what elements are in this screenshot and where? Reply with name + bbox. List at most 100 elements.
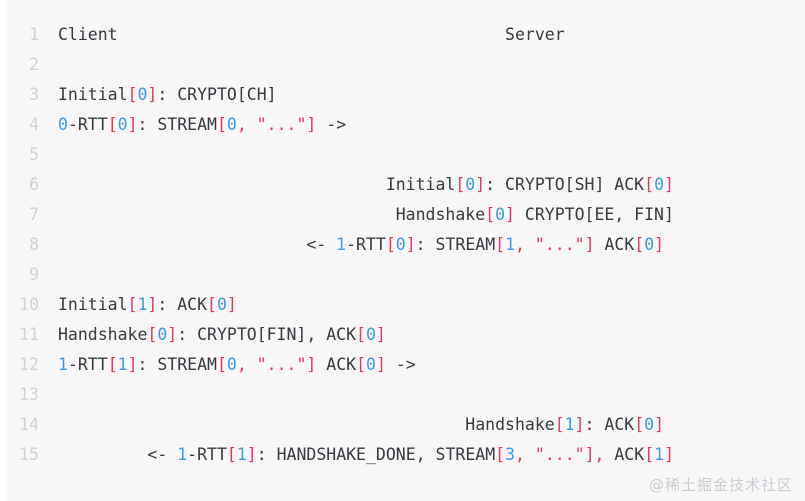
line-number: 12 xyxy=(19,355,39,374)
code-line: 13 xyxy=(6,380,805,410)
token-punc: , xyxy=(515,235,525,254)
token-num: 1 xyxy=(117,355,128,374)
token-plain: : STREAM xyxy=(137,355,217,374)
token-num: 1 xyxy=(336,235,347,254)
token-plain: : HANDSHAKE_DONE, STREAM xyxy=(256,445,496,464)
token-num: 0 xyxy=(465,175,476,194)
line-number: 9 xyxy=(29,265,39,284)
token-brk: ] xyxy=(127,115,138,134)
token-brk: [ xyxy=(356,355,367,374)
code-line-text: <- 1-RTT[1]: HANDSHAKE_DONE, STREAM[3, "… xyxy=(58,440,805,470)
token-plain xyxy=(58,235,306,254)
token-plain: ACK xyxy=(604,445,645,464)
token-num: 0 xyxy=(137,85,148,104)
token-brk: [ xyxy=(455,175,466,194)
token-brk: [ xyxy=(644,175,655,194)
token-plain: : ACK xyxy=(584,415,635,434)
token-brk: [ xyxy=(485,205,496,224)
token-brk: [ xyxy=(634,235,645,254)
code-line-text: 1-RTT[1]: STREAM[0, "..."] ACK[0] -> xyxy=(58,350,805,380)
line-number: 15 xyxy=(19,445,39,464)
line-number: 7 xyxy=(29,205,39,224)
token-num: 3 xyxy=(505,445,516,464)
line-number: 8 xyxy=(29,235,39,254)
token-plain: CRYPTO[EE, FIN] xyxy=(514,205,674,224)
token-plain: -RTT xyxy=(67,355,108,374)
token-plain xyxy=(118,25,505,44)
line-number: 13 xyxy=(19,385,39,404)
code-line-text: 0-RTT[0]: STREAM[0, "..."] -> xyxy=(58,110,805,140)
token-plain xyxy=(247,115,257,134)
token-brk: [ xyxy=(147,325,158,344)
code-line-text: Handshake[0]: CRYPTO[FIN], ACK[0] xyxy=(58,320,805,350)
token-arrow: <- xyxy=(147,445,178,464)
token-brk: [ xyxy=(495,445,506,464)
code-line: 15 <- 1-RTT[1]: HANDSHAKE_DONE, STREAM[3… xyxy=(6,440,805,470)
token-brk: ] xyxy=(574,415,585,434)
token-brk: [ xyxy=(107,115,118,134)
token-num: 1 xyxy=(236,445,247,464)
token-plain: Handshake xyxy=(58,205,486,224)
token-num: 0 xyxy=(58,115,68,134)
token-brk: ] xyxy=(584,445,595,464)
token-num: 1 xyxy=(505,235,516,254)
token-plain: : CRYPTO[FIN], ACK xyxy=(177,325,357,344)
token-arrow: -> xyxy=(385,355,416,374)
token-num: 0 xyxy=(644,235,655,254)
token-brk: ] xyxy=(226,295,237,314)
token-arrow: <- xyxy=(306,235,337,254)
token-num: 1 xyxy=(654,445,665,464)
token-plain: Client xyxy=(58,25,118,44)
code-line: 14 Handshake[1]: ACK[0] xyxy=(6,410,805,440)
token-brk: ] xyxy=(475,175,486,194)
token-brk: ] xyxy=(147,85,158,104)
code-line: 2 xyxy=(6,50,805,80)
token-brk: ] xyxy=(167,325,178,344)
code-line-text: Initial[1]: ACK[0] xyxy=(58,290,805,320)
token-plain: -RTT xyxy=(187,445,227,464)
token-brk: [ xyxy=(554,415,565,434)
line-number: 5 xyxy=(29,145,39,164)
line-number: 1 xyxy=(29,25,39,44)
code-line-text: Handshake[1]: ACK[0] xyxy=(58,410,805,440)
code-line-text: Handshake[0] CRYPTO[EE, FIN] xyxy=(58,200,805,230)
token-punc: , xyxy=(594,445,605,464)
token-plain: Initial xyxy=(58,175,456,194)
code-line-text: Initial[0]: CRYPTO[CH] xyxy=(58,80,805,110)
token-num: 0 xyxy=(495,205,506,224)
token-num: 1 xyxy=(177,445,188,464)
token-str: "..." xyxy=(256,115,307,134)
token-plain: Handshake xyxy=(58,415,555,434)
token-brk: [ xyxy=(644,445,655,464)
token-brk: [ xyxy=(356,325,366,344)
token-brk: ] xyxy=(505,205,515,224)
token-punc: , xyxy=(236,355,247,374)
token-plain: : ACK xyxy=(157,295,208,314)
token-num: 1 xyxy=(137,295,148,314)
token-plain: -RTT xyxy=(346,235,386,254)
token-brk: [ xyxy=(634,415,645,434)
token-plain: : CRYPTO[CH] xyxy=(157,85,277,104)
token-num: 0 xyxy=(365,325,376,344)
token-brk: ] xyxy=(306,115,317,134)
code-line: 4 0-RTT[0]: STREAM[0, "..."] -> xyxy=(6,110,805,140)
code-line: 5 xyxy=(6,140,805,170)
token-brk: [ xyxy=(127,85,138,104)
token-brk: [ xyxy=(495,235,506,254)
token-num: 0 xyxy=(644,415,655,434)
line-number: 2 xyxy=(29,55,39,74)
token-num: 0 xyxy=(395,235,406,254)
code-line-text: <- 1-RTT[0]: STREAM[1, "..."] ACK[0] xyxy=(58,230,805,260)
code-line: 6 Initial[0]: CRYPTO[SH] ACK[0] xyxy=(6,170,805,200)
token-num: 0 xyxy=(226,115,237,134)
token-plain: Initial xyxy=(58,295,128,314)
code-line-text: Client Server xyxy=(58,20,805,50)
line-number: 4 xyxy=(29,115,39,134)
token-plain: Handshake xyxy=(58,325,148,344)
token-brk: ] xyxy=(654,415,664,434)
